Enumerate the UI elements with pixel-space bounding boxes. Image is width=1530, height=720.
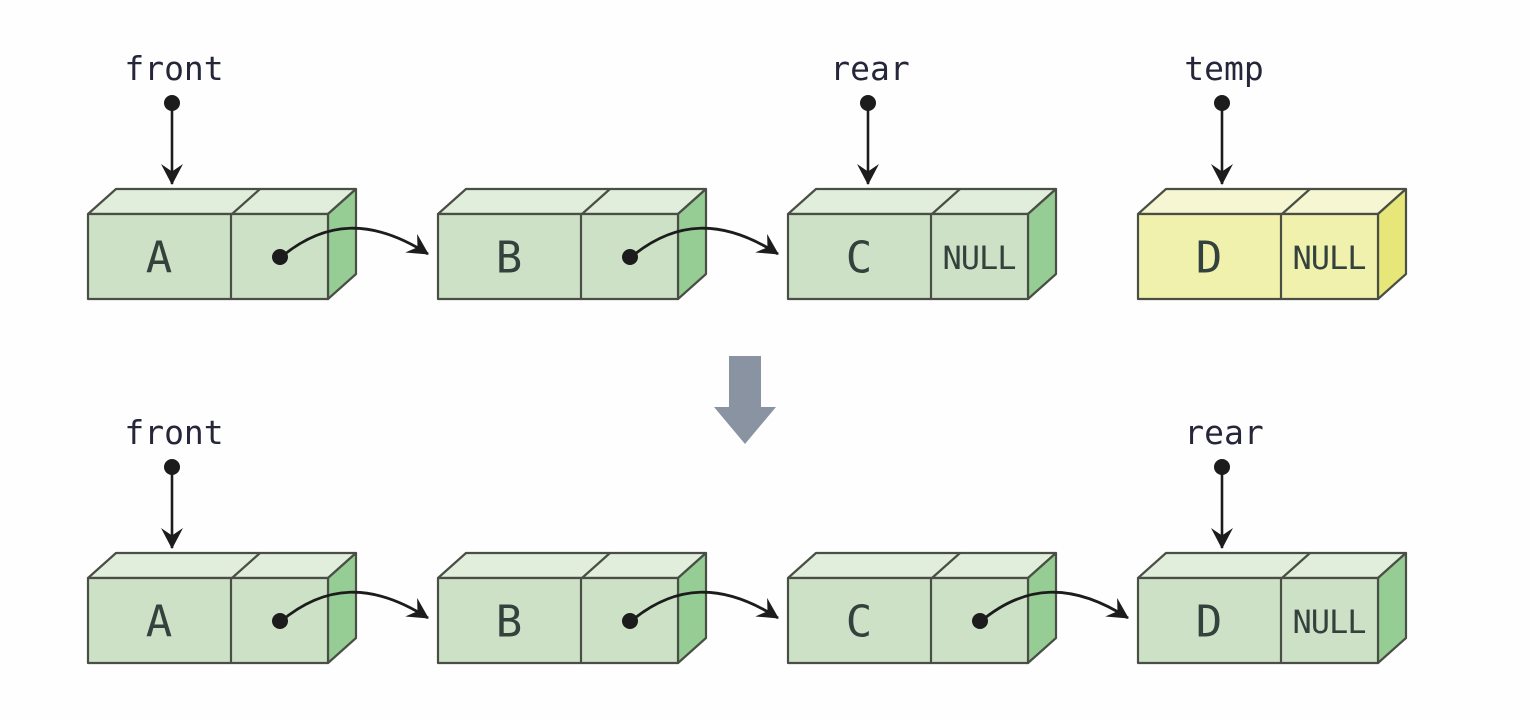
node-b-top: B (436, 187, 708, 301)
cell-divider-top (930, 187, 962, 216)
link-arrow-a-b-top (279, 226, 429, 260)
pointer-dot (164, 459, 180, 475)
node-data-label: B (496, 233, 523, 284)
pointer-dot (164, 95, 180, 111)
node-c-top: C NULL (786, 187, 1058, 301)
cell-divider-top (1280, 187, 1312, 216)
cell-divider-top (1280, 551, 1312, 580)
pointer-front-top: front (124, 49, 224, 185)
node-front-face (436, 576, 680, 665)
pointer-dot (860, 95, 876, 111)
node-data-label: B (496, 597, 523, 648)
pointer-rear-bottom: rear (1184, 413, 1264, 549)
node-top-face (86, 551, 358, 580)
node-data-label: C (846, 233, 873, 284)
node-data-label: D (1196, 597, 1223, 648)
node-top-face (86, 187, 358, 216)
pointer-temp-top: temp (1184, 49, 1264, 185)
transition-down-arrow (714, 356, 776, 444)
link-arrow-b-c-top (629, 226, 779, 260)
node-top-face (786, 187, 1058, 216)
node-b-bottom: B (436, 551, 708, 665)
node-front-face (786, 212, 1030, 301)
node-d-top-temp: D NULL (1136, 187, 1408, 301)
link-arrow-a-b-bottom (279, 590, 429, 624)
pointer-label: front (124, 49, 223, 88)
node-a-bottom: A (86, 551, 358, 665)
node-data-label: D (1196, 233, 1223, 284)
node-front-face (436, 212, 680, 301)
node-null-label: NULL (1292, 603, 1365, 641)
cell-divider-top (580, 187, 612, 216)
node-data-label: A (146, 597, 173, 648)
node-top-face (1136, 187, 1408, 216)
pointer-label: rear (830, 49, 909, 88)
node-front-face (1136, 212, 1380, 301)
cell-divider-top (580, 551, 612, 580)
node-front-face (86, 576, 330, 665)
node-data-label: C (846, 597, 873, 648)
node-top-face (436, 551, 708, 580)
node-null-label: NULL (942, 239, 1015, 277)
cell-divider-top (930, 551, 962, 580)
pointer-front-bottom: front (124, 413, 224, 549)
cell-divider-top (230, 187, 262, 216)
node-top-face (1136, 551, 1408, 580)
node-null-label: NULL (1292, 239, 1365, 277)
pointer-label: front (124, 413, 223, 452)
link-arrow-b-c-bottom (629, 590, 779, 624)
pointer-dot (1214, 459, 1230, 475)
node-top-face (436, 187, 708, 216)
pointer-dot (1214, 95, 1230, 111)
node-front-face (1136, 576, 1380, 665)
node-d-bottom: D NULL (1136, 551, 1408, 665)
pointer-label: rear (1184, 413, 1263, 452)
node-c-bottom: C (786, 551, 1058, 665)
pointer-label: temp (1184, 49, 1263, 88)
node-a-top: A (86, 187, 358, 301)
node-front-face (786, 576, 1030, 665)
node-front-face (86, 212, 330, 301)
link-arrow-c-d-bottom (979, 590, 1129, 624)
node-data-label: A (146, 233, 173, 284)
node-top-face (786, 551, 1058, 580)
pointer-rear-top: rear (830, 49, 910, 185)
cell-divider-top (230, 551, 262, 580)
